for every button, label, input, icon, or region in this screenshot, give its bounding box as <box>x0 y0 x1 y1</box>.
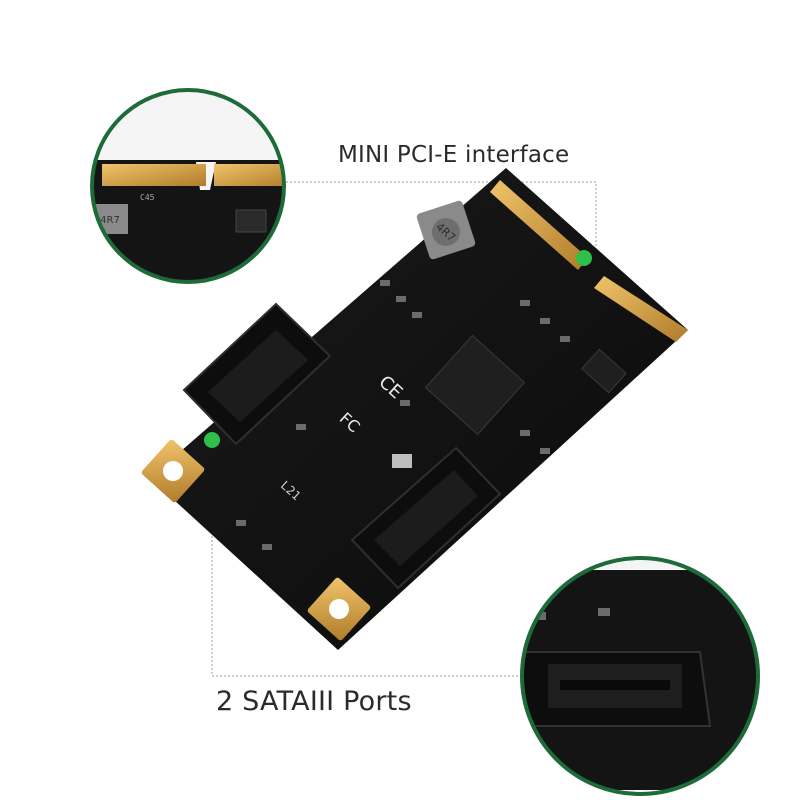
green-marker-dot <box>204 432 220 448</box>
green-marker-dot <box>576 250 592 266</box>
eeprom-chip <box>581 348 627 394</box>
guide-lines <box>211 181 597 677</box>
zoom-inductor-marking: 4R7 <box>100 215 120 226</box>
gold-fingers <box>490 180 688 342</box>
crystal <box>392 454 412 468</box>
pcb-board: 4R7 CE FC L21 <box>141 168 688 650</box>
zoom-circle-top: 4R7 C45 <box>90 88 286 284</box>
controller-chip <box>424 334 526 436</box>
zoom-circle-bottom <box>520 556 760 796</box>
zoom-silkscreen: C45 <box>140 193 155 202</box>
sata-port-1 <box>182 302 332 446</box>
mount-hole-bottom <box>307 577 371 641</box>
callout-label-ports: 2 SATAIII Ports <box>216 686 412 717</box>
smd-components <box>236 280 570 550</box>
sata-port-2 <box>350 446 502 590</box>
mount-hole-left <box>141 439 205 503</box>
inductor: 4R7 <box>416 200 476 260</box>
callout-label-interface: MINI PCI-E interface <box>338 142 570 168</box>
